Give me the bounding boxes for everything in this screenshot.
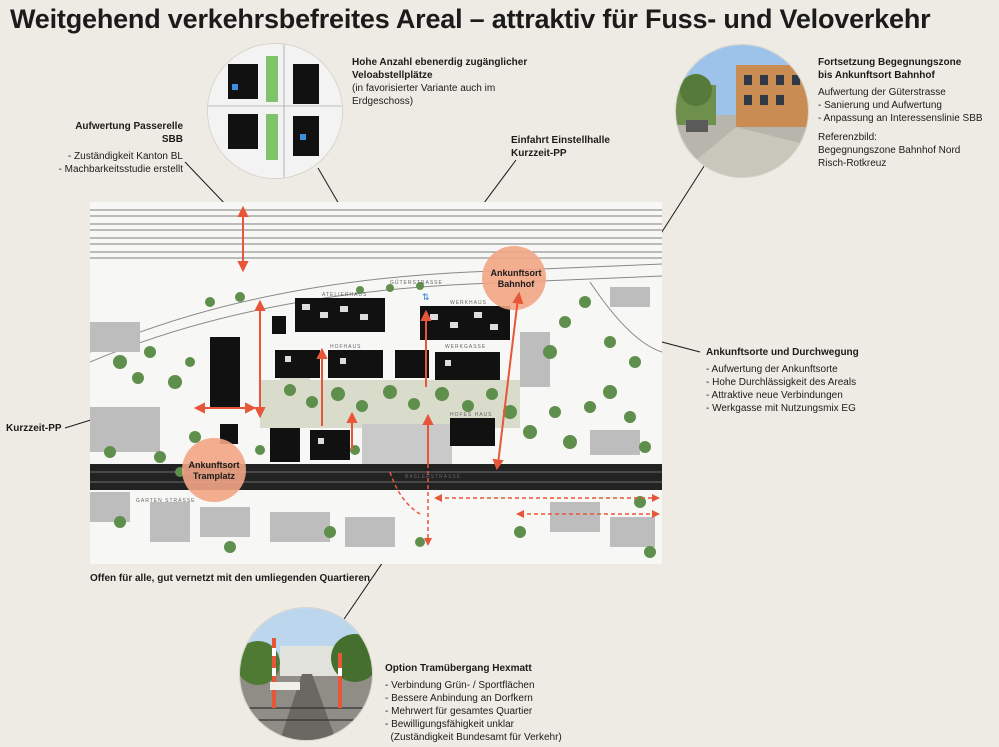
note-tram-line: - Bessere Anbindung an Dorfkern [385,693,533,704]
note-ankunftsorte-line: - Aufwertung der Ankunftsorte [706,364,838,375]
ankunftsort-tramplatz-label-1: Ankunftsort [189,460,240,470]
trees [104,282,656,558]
begegnungszone-reference-photo [676,45,808,177]
note-begegnungszone-line: Aufwertung der Güterstrasse [818,87,946,98]
note-kurzzeit-heading: Kurzzeit-PP [6,423,62,434]
note-velo-heading-1: Hohe Anzahl ebenerdig zugänglicher [352,57,528,68]
rail-tracks-top [90,209,662,259]
road-curve-3 [589,281,662,353]
street-label: HOFHAUS [330,344,361,350]
note-passerelle-heading: Aufwertung Passerelle SBB [75,121,183,145]
tramuebergang-photo [240,608,372,740]
note-passerelle: Aufwertung Passerelle SBB - Zuständigkei… [57,120,184,176]
note-ankunftsorte-line: - Hohe Durchlässigkeit des Areals [706,377,857,388]
note-begegnungszone: Fortsetzung Begegnungszone bis Ankunftso… [818,56,983,170]
note-ankunftsorte-line: - Werkgasse mit Nutzungsmix EG [706,403,856,414]
note-tram: Option Tramübergang Hexmatt - Verbindung… [385,662,562,744]
note-velo-line: (in favorisierter Variante auch im [352,83,496,94]
note-einfahrt-heading-2: Kurzzeit-PP [511,148,567,159]
note-begegnungszone-heading-1: Fortsetzung Begegnungszone [818,57,962,68]
note-kurzzeit: Kurzzeit-PP [6,422,62,435]
note-begegnungszone-heading-2: bis Ankunftsort Bahnhof [818,70,935,81]
ankunftsort-bahnhof-label-2: Bahnhof [498,279,535,289]
note-begegnungszone-ref: Risch-Rotkreuz [818,158,887,169]
note-velo-line: Erdgeschoss) [352,96,414,107]
street-labels: GÜTERSTRASSE WERKHAUS ATELIERHAUS HOFHAU… [136,279,493,504]
note-einfahrt-heading-1: Einfahrt Einstellhalle [511,135,610,146]
note-ankunftsorte-heading: Ankunftsorte und Durchwegung [706,347,859,358]
street-label: GÜTERSTRASSE [390,279,443,286]
note-velo: Hohe Anzahl ebenerdig zugänglicher Veloa… [352,56,527,108]
note-einfahrt: Einfahrt Einstellhalle Kurzzeit-PP [511,134,610,160]
note-offen: Offen für alle, gut vernetzt mit den uml… [90,572,370,585]
note-passerelle-line: - Zuständigkeit Kanton BL [67,151,183,162]
site-plan-svg: GÜTERSTRASSE WERKHAUS ATELIERHAUS HOFHAU… [90,205,662,558]
dashed-arrow-heads [424,494,660,546]
note-passerelle-line: - Machbarkeitsstudie erstellt [58,164,184,175]
note-begegnungszone-line: - Sanierung und Aufwertung [818,100,942,111]
ankunftsort-bahnhof-circle [482,246,546,310]
velo-parking-detail-image [208,44,342,178]
site-plan-map: GÜTERSTRASSE WERKHAUS ATELIERHAUS HOFHAU… [90,202,662,564]
note-tram-heading: Option Tramübergang Hexmatt [385,663,532,674]
note-tram-line: - Mehrwert für gesamtes Quartier [385,706,533,717]
note-begegnungszone-ref: Begegnungszone Bahnhof Nord [818,145,961,156]
ankunftsort-tramplatz-circle [182,438,246,502]
note-tram-line: (Zuständigkeit Bundesamt für Verkehr) [385,732,562,743]
note-tram-line: - Verbindung Grün- / Sportflächen [385,680,535,691]
street-label: WERKGASSE [445,344,486,350]
page-title: Weitgehend verkehrsbefreites Areal – att… [10,4,931,34]
note-ankunftsorte: Ankunftsorte und Durchwegung - Aufwertun… [706,346,859,415]
street-label: GARTEN STRASSE [136,498,195,504]
note-ankunftsorte-line: - Attraktive neue Verbindungen [706,390,843,401]
surrounding-buildings [90,287,655,547]
street-label: WERKHAUS [450,300,487,306]
note-tram-line: - Bewilligungsfähigkeit unklar [385,719,514,730]
note-velo-heading-2: Veloabstellplätze [352,70,433,81]
baslerstrasse [90,464,662,490]
note-begegnungszone-ref: Referenzbild: [818,132,877,143]
note-offen-heading: Offen für alle, gut vernetzt mit den uml… [90,573,371,584]
dashed-arrows [389,464,656,542]
street-label: HOFES HAUS [450,412,493,418]
bike-parking-icon: ⇅ [422,293,430,303]
buildings [210,298,510,462]
street-label: BASLERSTRASSE [405,474,461,480]
connection-arrows [193,205,524,471]
building-detail [285,304,498,444]
ankunftsort-bahnhof-label-1: Ankunftsort [491,268,542,278]
street-label: ATELIERHAUS [322,292,367,298]
ankunftsort-tramplatz-label-2: Tramplatz [193,471,236,481]
note-begegnungszone-line: - Anpassung an Interessenslinie SBB [818,113,983,124]
plaza [362,424,452,464]
